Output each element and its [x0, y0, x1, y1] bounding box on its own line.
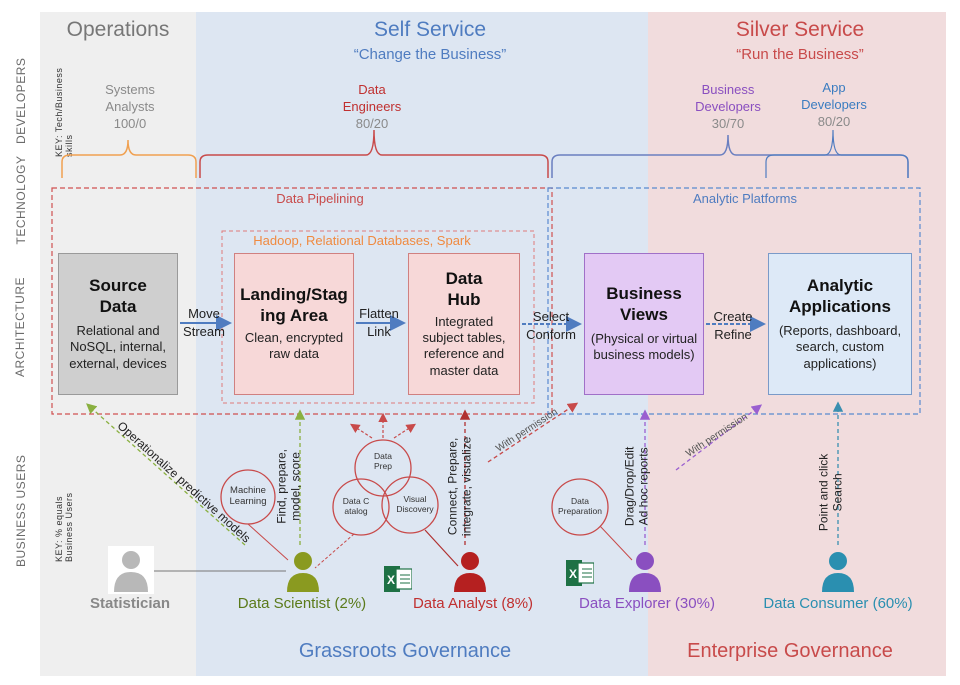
user-label-data-analyst: Data Analyst (8%) [412, 595, 534, 612]
action-adhoc: Ad hoc reports [637, 447, 651, 526]
circle-label-data-prep: Data Prep [374, 451, 392, 471]
flow-stream: Stream [183, 323, 225, 339]
brace-systems [61, 139, 197, 178]
excel-icon: X [384, 566, 412, 592]
operations-title: Operations [66, 18, 170, 41]
user-label-data-explorer: Data Explorer (30%) [579, 595, 715, 612]
person-icon-data-analyst [450, 548, 490, 594]
dev-app-developers: App Developers 80/20 [784, 80, 884, 131]
box-desc: Clean, encrypted raw data [244, 330, 344, 362]
dev-business-developers: Business Developers 30/70 [678, 82, 778, 133]
dev-ratio: 80/20 [817, 113, 851, 129]
box-title: Landing/Staging Area [240, 285, 348, 325]
flow-flatten: Flatten [359, 306, 399, 321]
dev-data-engineers: Data Engineers 80/20 [322, 82, 422, 133]
zone-label-data-pipelining: Data Pipelining [276, 191, 364, 206]
person-icon-data-explorer [625, 548, 665, 594]
user-label-data-scientist: Data Scientist (2%) [237, 595, 367, 612]
excel-icon: X [566, 560, 594, 586]
box-desc: Relational and NoSQL, internal, external… [69, 323, 167, 371]
box-desc: (Reports, dashboard, search, custom appl… [778, 323, 902, 371]
action-drag-adhoc: Drag/Drop/Edit Ad hoc reports [623, 431, 652, 541]
circle-data-preparation [551, 478, 609, 536]
flow-label-select-conform: Select Conform [520, 308, 582, 343]
dev-name: Business Developers [695, 82, 761, 114]
brace-business-devs [551, 134, 909, 178]
dev-systems-analysts: Systems Analysts 100/0 [80, 82, 180, 133]
box-title: Data Hub [445, 269, 483, 309]
box-source-data: Source Data Relational and NoSQL, intern… [58, 253, 178, 395]
dev-name: Data Engineers [342, 82, 402, 114]
governance-enterprise: Enterprise Governance [687, 640, 893, 662]
flow-move: Move [188, 306, 220, 321]
circle-label-visual-discovery: Visual Discovery [396, 494, 434, 514]
silver-service-subtitle: “Run the Business” [736, 46, 864, 63]
action-point: Point and click [816, 453, 831, 532]
circle-data-catalog [332, 478, 390, 536]
svg-text:X: X [569, 567, 577, 581]
action-connect-prepare: Connect, Prepare, integrate, visualize [446, 426, 475, 546]
person-icon-statistician [108, 546, 154, 594]
box-business-views: Business Views (Physical or virtual busi… [584, 253, 704, 395]
action-model: model, score [289, 452, 303, 521]
action-drag: Drag/Drop/Edit [622, 446, 637, 527]
box-title: Source Data [89, 276, 147, 316]
action-search: Search [831, 473, 845, 512]
brace-app-devs [765, 129, 909, 178]
dev-ratio: 80/20 [355, 115, 389, 131]
governance-grassroots: Grassroots Governance [298, 640, 512, 662]
person-icon-data-scientist [283, 548, 323, 594]
circle-label-machine-learning: Machine Learning [229, 485, 267, 507]
action-find: Find, prepare, [274, 449, 289, 524]
self-service-subtitle: “Change the Business” [353, 46, 507, 63]
flow-refine: Refine [714, 326, 752, 342]
flow-label-create-refine: Create Refine [704, 308, 762, 343]
action-integrate: integrate, visualize [460, 436, 474, 537]
flow-label-flatten-link: Flatten Link [352, 305, 406, 340]
box-desc: (Physical or virtual business models) [590, 331, 698, 363]
box-title: Analytic Applications [788, 276, 891, 316]
circle-visual-discovery [381, 476, 439, 534]
flow-conform: Conform [526, 326, 576, 342]
brace-engineers [199, 129, 549, 178]
flow-create: Create [713, 309, 753, 324]
zone-label-analytic-platforms: Analytic Platforms [692, 191, 798, 206]
box-data-hub: Data Hub Integrated subject tables, refe… [408, 253, 520, 395]
user-label-data-consumer: Data Consumer (60%) [763, 595, 913, 612]
circle-label-data-preparation: Data Preparation [558, 496, 602, 516]
box-title: Business Views [606, 284, 682, 324]
self-service-title: Self Service [373, 18, 487, 41]
action-point-search: Point and click Search [817, 447, 846, 537]
flow-select: Select [532, 309, 570, 324]
dev-ratio: 30/70 [711, 115, 745, 131]
dev-name: App Developers [801, 80, 867, 112]
zone-label-hadoop: Hadoop, Relational Databases, Spark [253, 233, 471, 248]
action-connect: Connect, Prepare, [445, 437, 460, 536]
person-icon-data-consumer [818, 548, 858, 594]
svg-text:X: X [387, 573, 395, 587]
dev-ratio: 100/0 [113, 115, 147, 131]
flow-link: Link [367, 323, 391, 339]
flow-label-move-stream: Move Stream [176, 305, 232, 340]
user-label-statistician: Statistician [89, 595, 171, 612]
silver-service-title: Silver Service [735, 18, 865, 41]
zone-analytic-platforms [547, 187, 921, 415]
circle-label-data-catalog: Data Catalog [342, 496, 370, 516]
box-analytic-applications: Analytic Applications (Reports, dashboar… [768, 253, 912, 395]
dev-name: Systems Analysts [105, 82, 155, 114]
box-landing-staging: Landing/Staging Area Clean, encrypted ra… [234, 253, 354, 395]
box-desc: Integrated subject tables, reference and… [422, 313, 506, 378]
action-find-prepare: Find, prepare, model, score [275, 431, 304, 541]
